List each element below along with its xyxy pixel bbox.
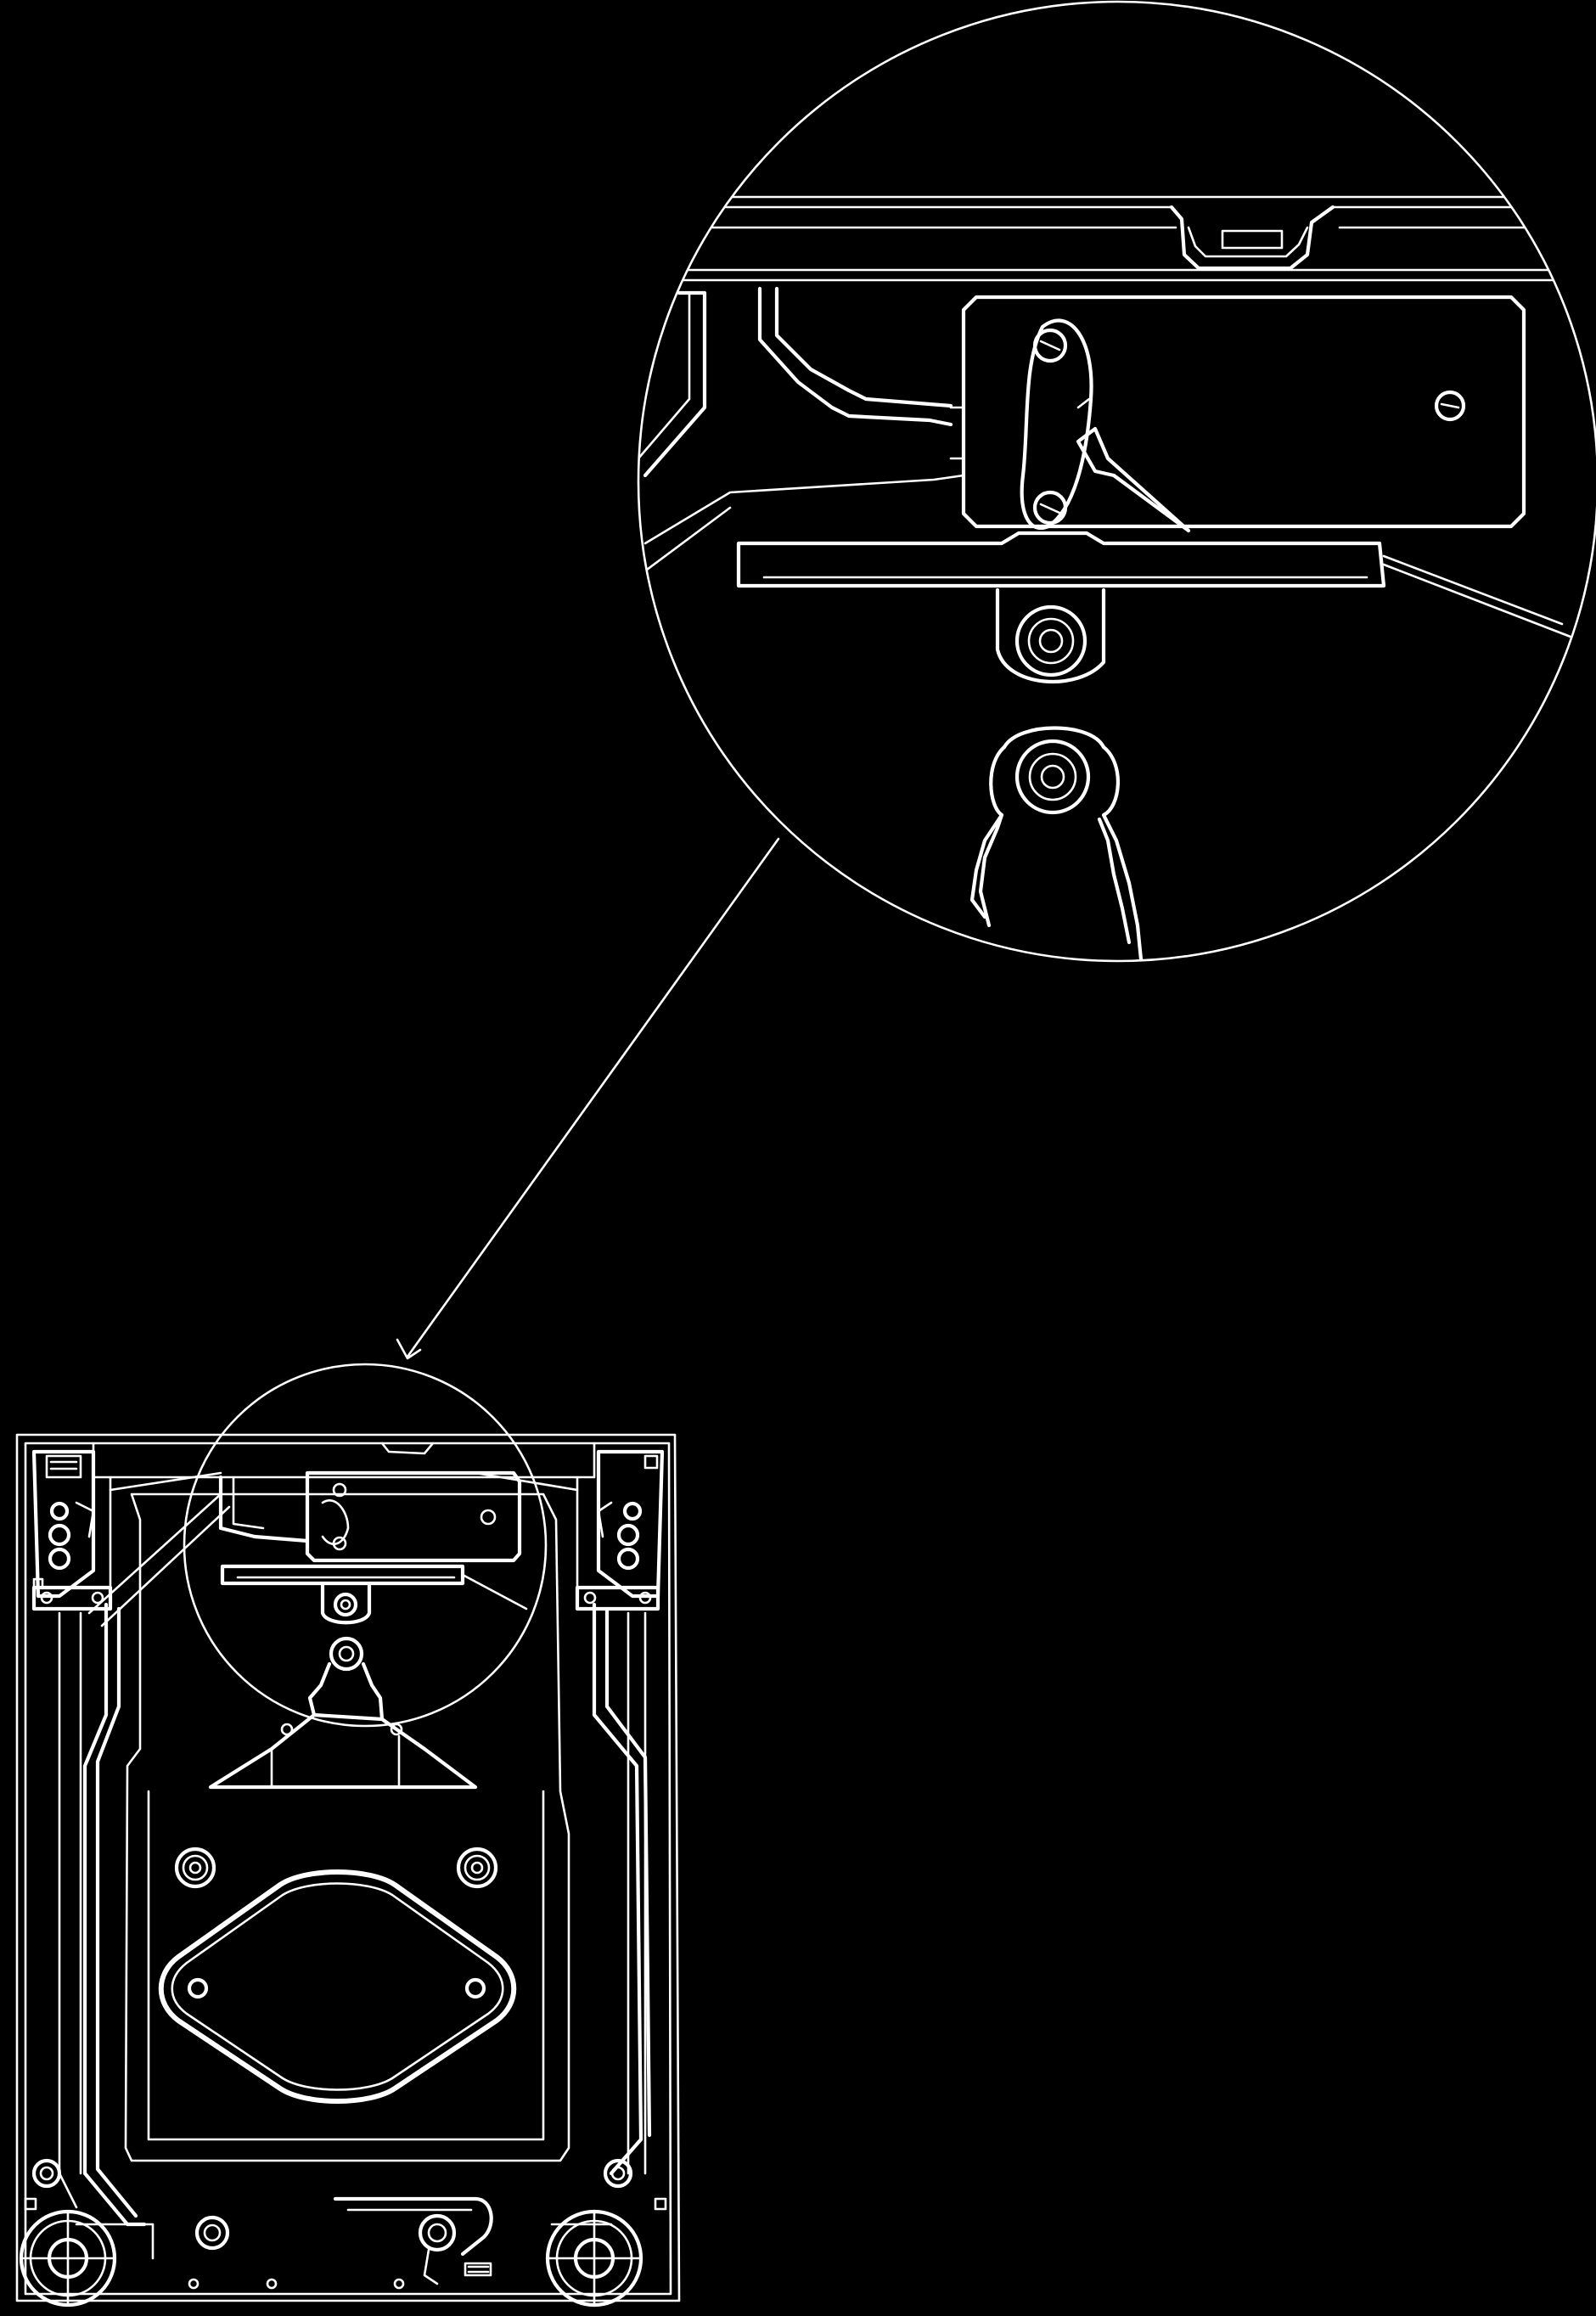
switch-housing <box>218 1470 522 1563</box>
central-diamond-plate <box>158 1869 517 2104</box>
side-channels <box>58 1492 652 2227</box>
detail-magnifier <box>396 0 1596 1360</box>
upper-pivot <box>320 1583 372 1625</box>
actuator-plate <box>220 1564 528 1611</box>
right-foot <box>545 2158 667 2308</box>
detail-switch-housing <box>949 295 1526 529</box>
bottom-area <box>75 2196 613 2290</box>
appliance-underside <box>15 1363 681 2308</box>
detail-circle-outline <box>637 0 1596 963</box>
left-corner-bracket <box>31 1449 113 1611</box>
detail-contents <box>638 195 1596 961</box>
detail-upper-pivot <box>995 587 1106 684</box>
detail-cam-lever <box>1020 318 1191 533</box>
detail-leader-line <box>406 837 780 1358</box>
mounting-grommets <box>174 1847 498 1889</box>
detail-lower-pivot <box>969 726 1144 961</box>
inner-tray <box>124 1492 570 2162</box>
left-foot <box>19 2158 117 2308</box>
detail-left-bracket <box>638 286 965 579</box>
detail-top-rail <box>643 195 1596 282</box>
magnifier-indicator-circle <box>183 1363 548 1728</box>
right-corner-bracket <box>32 1449 665 1611</box>
outer-frame <box>15 1433 681 2302</box>
detail-actuator-plate <box>736 531 1572 638</box>
lower-pivot-support <box>208 1636 478 1790</box>
leader-tick-mark <box>396 1338 422 1360</box>
